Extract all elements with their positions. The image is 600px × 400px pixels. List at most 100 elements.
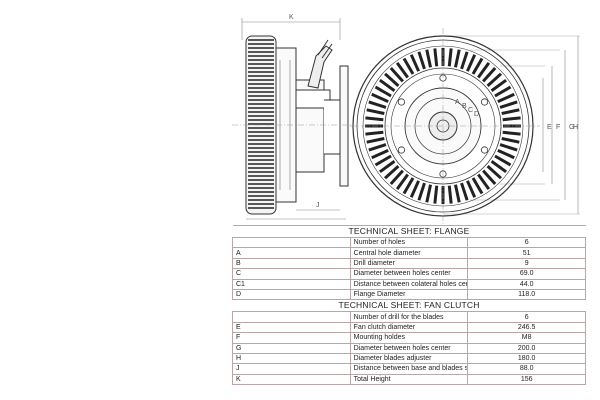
front-fin (374, 154, 392, 167)
front-fin (433, 185, 439, 204)
front-fin (502, 130, 521, 136)
spec-label: Distance between colateral holes center (349, 278, 469, 290)
spec-value: 156 (467, 373, 586, 386)
spec-code: E (232, 321, 351, 334)
spec-code: A (232, 247, 351, 259)
spec-code (232, 236, 351, 249)
front-fin (454, 184, 461, 203)
spec-value: 200.0 (467, 342, 586, 354)
dim-label-b: B (462, 103, 467, 110)
front-fin (477, 62, 491, 79)
front-fin (374, 85, 392, 98)
spec-code: H (232, 352, 351, 365)
front-fin (482, 169, 497, 185)
front-fin (502, 116, 521, 122)
front-fin (486, 72, 502, 87)
front-fin (477, 173, 491, 190)
spec-code (232, 311, 351, 323)
spec-label: Number of drill for the blades (349, 311, 469, 323)
dim-label-f: F (556, 124, 560, 131)
dim-label-e: E (547, 124, 552, 131)
front-fin (497, 149, 515, 160)
front-fin (466, 180, 477, 198)
spec-value: 51 (467, 247, 586, 259)
dim-label-a: A (455, 99, 460, 106)
front-fin (490, 160, 507, 174)
front-fin (409, 54, 420, 72)
spec-code: F (232, 332, 351, 344)
front-fin (425, 49, 432, 68)
spec-code: B (232, 257, 351, 270)
mounting-hole (397, 146, 406, 154)
clutch-section-title-text: TECHNICAL SHEET: FAN CLUTCH (232, 299, 586, 313)
front-fin (371, 149, 389, 160)
spec-label: Flange Diameter (349, 288, 469, 301)
spec-label: Drill diameter (349, 257, 469, 270)
front-fin (366, 108, 385, 115)
front-fin (366, 137, 385, 144)
front-fin (395, 62, 409, 79)
spec-value: 6 (467, 311, 586, 323)
front-fin (499, 100, 518, 109)
front-fin (417, 182, 426, 201)
spec-code: C1 (232, 278, 351, 290)
dim-label-h: H (573, 124, 578, 131)
front-fin (460, 182, 469, 201)
front-fin (402, 177, 415, 195)
spec-label: Total Height (349, 373, 469, 386)
spec-label: Distance between base and blades support (349, 363, 469, 375)
dim-label-d: D (474, 111, 479, 118)
spec-code: G (232, 342, 351, 354)
front-fin (471, 177, 484, 195)
front-fin (409, 180, 420, 198)
front-fin (471, 57, 484, 75)
front-fin (460, 51, 469, 70)
spec-label: Mounting holdes (349, 332, 469, 344)
front-fin (365, 116, 384, 122)
front-fin (494, 85, 512, 98)
flange-section-title-text: TECHNICAL SHEET: FLANGE (232, 225, 586, 238)
front-fin (389, 169, 404, 185)
front-fin (454, 49, 461, 68)
spec-value: 6 (467, 236, 586, 249)
spec-value: 88.0 (467, 363, 586, 375)
spec-label: Diameter blades adjuster (349, 352, 469, 365)
front-fin (368, 100, 387, 109)
dim-label-j: J (316, 202, 320, 209)
front-fin (447, 185, 453, 204)
front-fin (368, 143, 387, 152)
spec-label: Number of holes (349, 236, 469, 249)
front-fin (497, 92, 515, 103)
front-view (350, 28, 580, 224)
flange-section-title: TECHNICAL SHEET: FLANGE (232, 225, 586, 238)
spec-value: M8 (467, 332, 586, 344)
front-fin (482, 67, 497, 83)
front-fin (395, 173, 409, 190)
mounting-hole (480, 146, 489, 154)
front-fin (371, 92, 389, 103)
spec-value: 44.0 (467, 278, 586, 290)
spec-label: Diameter between holes center (349, 342, 469, 354)
front-fin (447, 48, 453, 67)
spec-value: 180.0 (467, 352, 586, 365)
front-fin (433, 48, 439, 67)
spec-code: K (232, 373, 351, 386)
side-view (232, 18, 352, 220)
technical-drawing: K J E F G H A B C D (232, 14, 580, 224)
front-fin (490, 78, 507, 92)
dim-label-c: C (468, 107, 473, 114)
spec-code: D (232, 288, 351, 301)
front-fin (417, 51, 426, 70)
